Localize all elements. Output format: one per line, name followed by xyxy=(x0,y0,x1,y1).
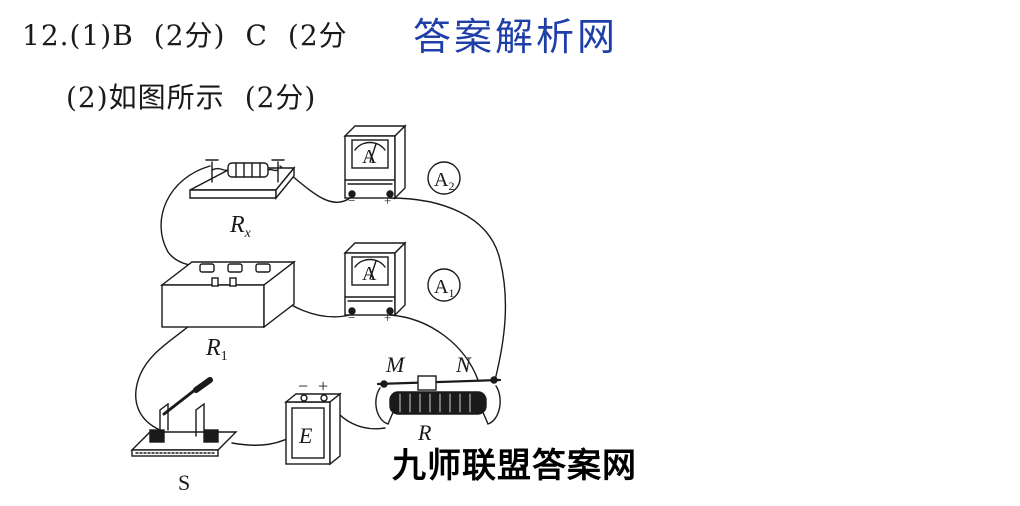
battery-minus: − xyxy=(298,376,308,396)
a2-label: A2 xyxy=(434,169,454,193)
answer-line-1: 12.(1)B (2分) C (2分 xyxy=(22,14,348,54)
rx-label: Rx xyxy=(229,212,252,241)
part-2-score: (2分) xyxy=(244,81,317,114)
r1-resistance-box xyxy=(159,260,297,329)
n-label: N xyxy=(455,352,472,377)
part-1-score-1: (2分) xyxy=(153,19,226,52)
switch-s xyxy=(130,377,238,457)
a1-label: A1 xyxy=(434,276,454,300)
e-label: E xyxy=(298,423,313,448)
watermark-bottom: 九师联盟答案网 xyxy=(392,446,637,486)
answer-line-2: (2)如图所示 (2分) xyxy=(66,76,316,116)
a2-meter-face-symbol: A xyxy=(362,146,377,168)
a1-minus: − xyxy=(348,310,355,325)
part-1-label: (1) xyxy=(69,19,113,52)
rheostat-r xyxy=(375,375,502,425)
question-number: 12. xyxy=(22,19,70,52)
watermark-top: 答案解析网 xyxy=(413,15,619,59)
ammeter-a1 xyxy=(343,241,407,317)
a1-symbol-circle xyxy=(427,268,461,302)
m-label: M xyxy=(385,352,406,377)
ammeter-a2 xyxy=(343,124,407,200)
a1-meter-face-symbol: A xyxy=(362,263,377,285)
a2-symbol-circle xyxy=(427,161,461,195)
rx-resistor xyxy=(189,159,296,200)
part-1-choice-1: B xyxy=(112,19,134,52)
battery-e xyxy=(284,392,342,466)
part-1-choice-2: C xyxy=(245,19,268,52)
a2-plus: + xyxy=(384,193,391,208)
battery-plus: + xyxy=(318,376,328,396)
a1-plus: + xyxy=(384,310,391,325)
part-2-label: (2) xyxy=(66,81,109,114)
part-2-text: 如图所示 xyxy=(108,81,225,114)
s-label: S xyxy=(178,470,190,495)
a2-minus: − xyxy=(348,193,355,208)
r-label: R xyxy=(417,420,432,445)
r1-label: R1 xyxy=(205,335,228,364)
part-1-score-2: (2分 xyxy=(287,19,348,52)
